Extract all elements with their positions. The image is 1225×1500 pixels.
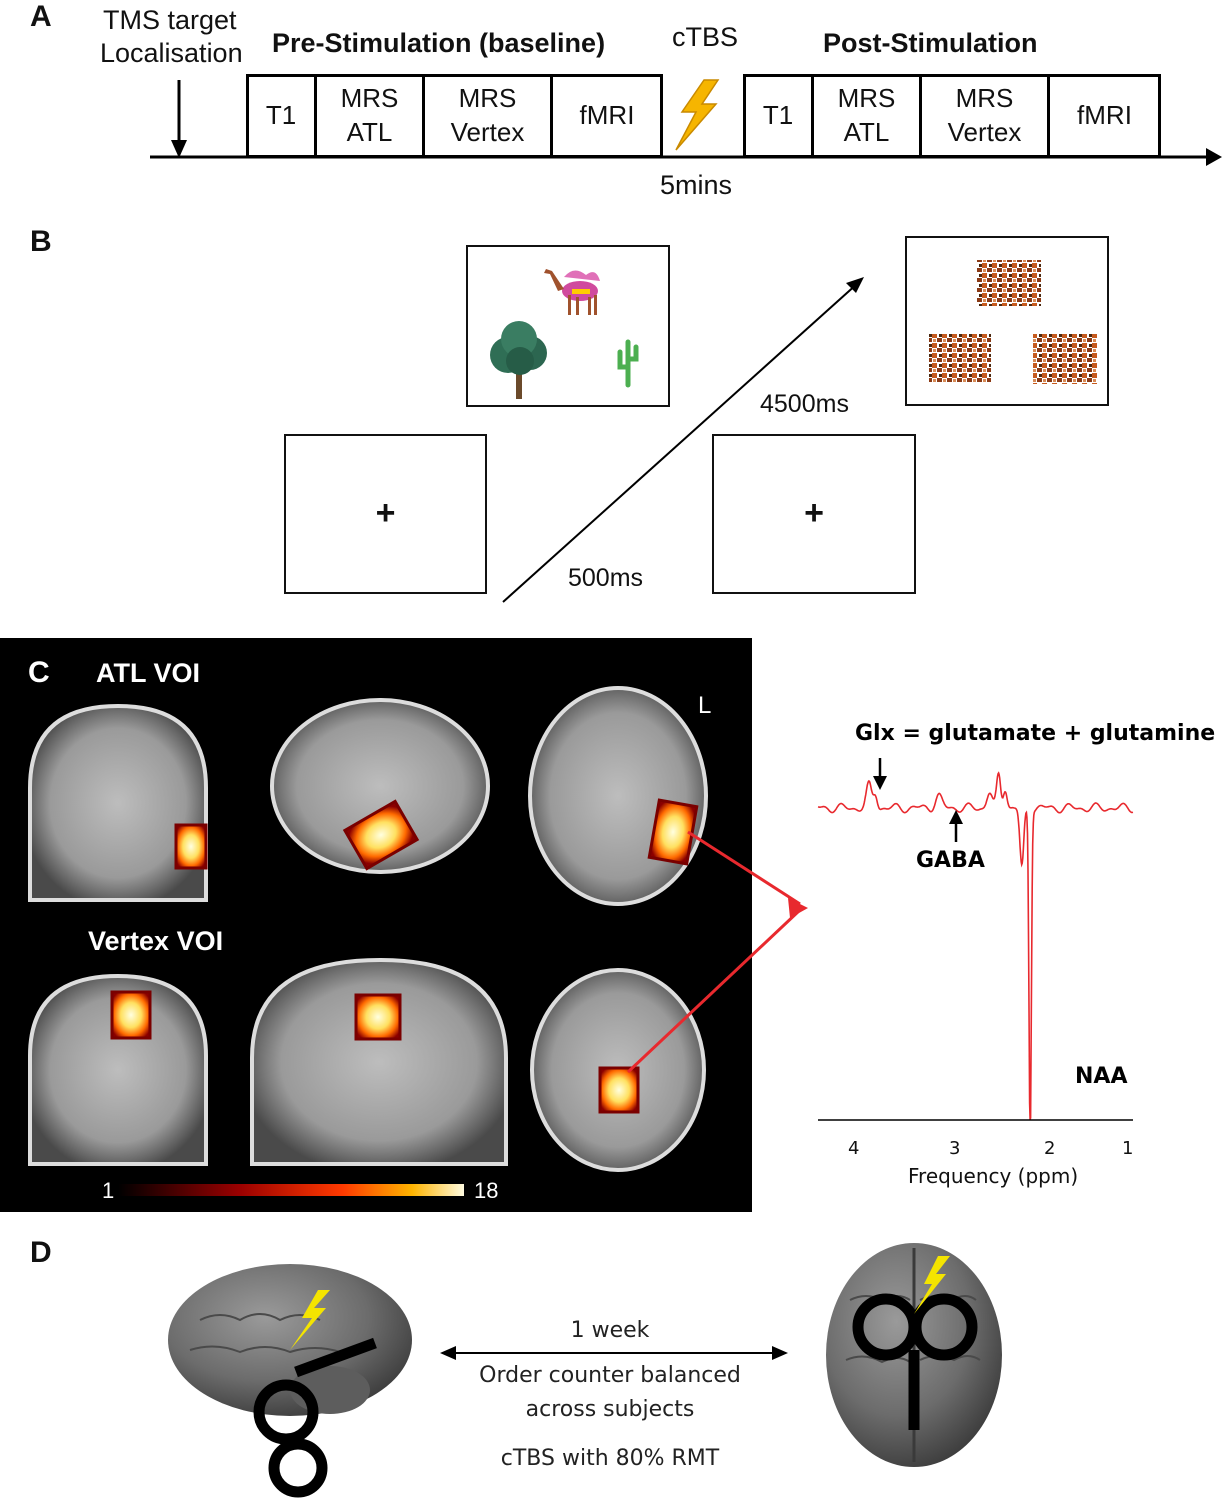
mri-panel: C ATL VOI Vertex VOI L 1 18: [0, 638, 752, 1212]
tick-1: 1: [1122, 1138, 1134, 1159]
voi-connector-arrows: [626, 830, 808, 1074]
scrambled-image-top: [977, 260, 1041, 306]
post-cell-fmri: fMRI: [1077, 100, 1132, 130]
scrambled-image-right: [1033, 334, 1097, 384]
scrambled-stimulus-screen: [905, 236, 1109, 406]
pre-cell-t1: T1: [248, 75, 317, 155]
scrambled-pictures: [929, 260, 1097, 384]
picture-stimulus-screen: [466, 245, 670, 407]
duration-label: 5mins: [660, 170, 733, 200]
tick-4: 4: [848, 1138, 860, 1159]
tree-icon: [490, 321, 547, 399]
timeline-diagonal-svg: [502, 277, 864, 603]
vertex-coronal-slice: [28, 973, 208, 1166]
fixation-cross-2: +: [804, 494, 824, 532]
orientation-label: L: [698, 692, 712, 719]
tick-2: 2: [1044, 1138, 1056, 1159]
pre-stimulation-title: Pre-Stimulation (baseline): [272, 28, 606, 58]
gaba-arrow: [949, 810, 963, 824]
atl-sagittal-slice: [270, 698, 490, 874]
cactus-icon: [617, 339, 639, 388]
order-line-1: Order counter balanced: [479, 1363, 741, 1388]
glx-label: Glx = glutamate + glutamine: [855, 721, 1216, 746]
mrs-spectrum: [817, 758, 1134, 1121]
localisation-label: Localisation: [100, 38, 243, 68]
vertex-voi-label: Vertex VOI: [88, 926, 224, 956]
fixation-screen-1: +: [284, 434, 487, 594]
colorbar-max: 18: [474, 1178, 499, 1203]
pre-sequence-box: [246, 74, 663, 158]
ctbs-label: cTBS: [672, 22, 739, 52]
camel-icon: [544, 269, 600, 315]
colorbar-min: 1: [102, 1178, 115, 1203]
lateral-brain-render: [168, 1264, 412, 1416]
ctbs-bolt-icon: [675, 79, 720, 151]
label-500ms: 500ms: [568, 564, 644, 592]
spectrum-trace: [817, 771, 1134, 1121]
vertex-sagittal-slice: [250, 957, 508, 1166]
vertex-coil-icon: [852, 1293, 978, 1430]
brain-renders: [168, 1243, 1002, 1498]
panel-b-label: B: [30, 225, 52, 258]
order-line-2: across subjects: [525, 1397, 695, 1422]
label-4500ms: 4500ms: [760, 390, 849, 418]
panel-c-label: C: [28, 656, 50, 689]
post-stimulation-title: Post-Stimulation: [823, 28, 1038, 58]
pre-cell-fmri: fMRI: [579, 100, 635, 130]
protocol-label: cTBS with 80% RMT: [500, 1446, 720, 1471]
post-cell-t1: T1: [745, 75, 814, 155]
interval-label: 1 week: [570, 1318, 650, 1343]
atl-coronal-slice: [28, 703, 208, 902]
post-sequence-box: [743, 74, 1161, 158]
gaba-label: GABA: [916, 848, 985, 873]
glx-arrow: [873, 776, 887, 790]
stimulus-pictures: [490, 269, 639, 399]
frequency-axis-label: Frequency (ppm): [908, 1164, 1079, 1188]
trial-time-arrow: [502, 282, 859, 603]
fixation-cross-1: +: [375, 494, 396, 532]
fixation-screen-2: +: [712, 434, 916, 594]
mri-images: [28, 686, 708, 1196]
scrambled-image-left: [929, 334, 991, 382]
atl-coil-icon: [253, 1337, 377, 1498]
timeline-arrowhead: [1206, 148, 1222, 166]
colorbar: [118, 1184, 464, 1196]
atl-voi-label: ATL VOI: [96, 658, 201, 688]
panel-a-label: A: [30, 0, 52, 33]
tms-target-label: TMS target: [103, 5, 237, 35]
connector-arrowhead: [788, 898, 808, 918]
panel-d-label: D: [30, 1236, 52, 1269]
vertex-axial-slice: [530, 968, 706, 1172]
naa-label: NAA: [1075, 1064, 1128, 1089]
tick-3: 3: [949, 1138, 961, 1159]
vertex-bolt-icon: [914, 1256, 950, 1314]
